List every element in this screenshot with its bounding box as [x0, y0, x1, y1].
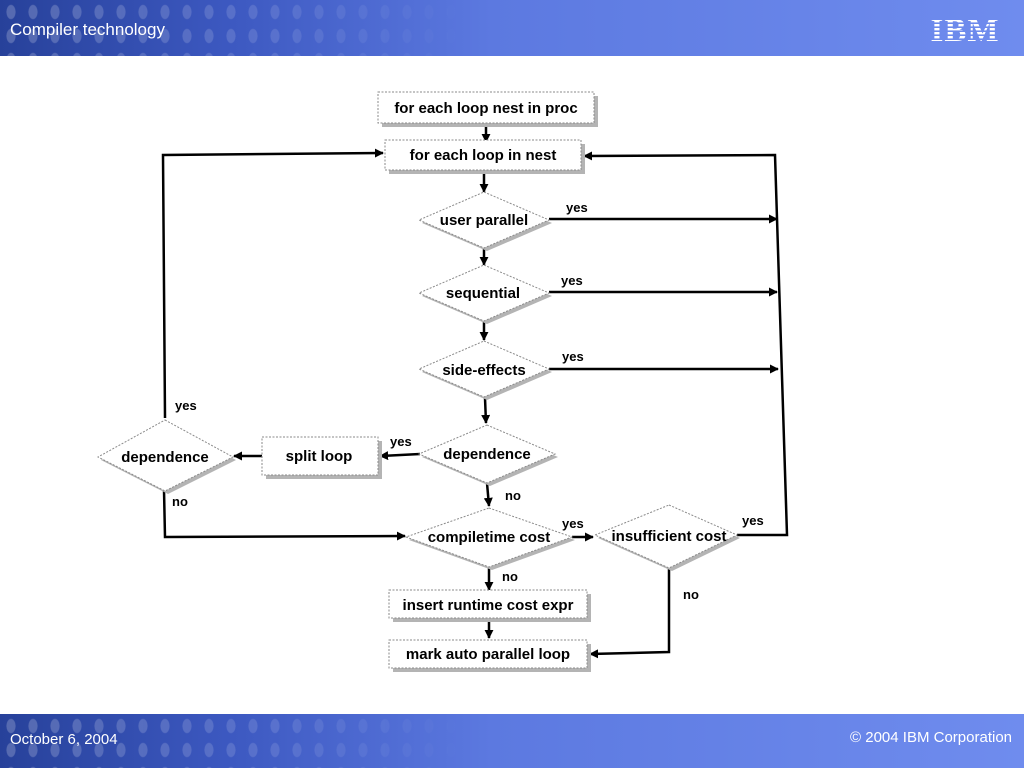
ibm-logo-text: IBM: [931, 13, 1000, 46]
node-label: for each loop nest in proc: [394, 100, 577, 117]
header-pattern: [0, 0, 470, 56]
node-label: sequential: [446, 285, 520, 302]
node-label: insufficient cost: [611, 528, 726, 545]
edge-dependence-to-compiletime-cost: [483, 482, 493, 507]
label-compiletime-cost-yes: yes: [562, 516, 584, 531]
edge-insufficient-cost-no: [589, 568, 671, 659]
label-dependence-left-yes: yes: [175, 398, 197, 413]
header-band: Compiler technology IBM: [0, 0, 1024, 56]
label-insufficient-cost-no: no: [683, 587, 699, 602]
footer-band: [0, 714, 1024, 768]
node-label: user parallel: [440, 212, 528, 229]
label-insufficient-cost-yes: yes: [742, 513, 764, 528]
node-split-loop: split loop: [261, 436, 382, 479]
node-label: side-effects: [442, 362, 525, 379]
slide-title: Compiler technology: [10, 20, 165, 39]
decision-dependence-left: dependence: [96, 419, 236, 494]
footer-copyright: © 2004 IBM Corporation: [850, 729, 1012, 746]
label-dependence-main-no: no: [505, 488, 521, 503]
edge-dependence-left-no: [162, 489, 406, 541]
decision-insufficient-cost: insufficient cost: [593, 504, 740, 571]
edge-labels: yes yes yes yes yes no no yes yes no no: [172, 200, 764, 602]
edge-side-effects-to-dependence: [481, 397, 491, 424]
footer-date: October 6, 2004: [10, 731, 118, 748]
node-label: mark auto parallel loop: [406, 646, 570, 663]
edges: [161, 125, 789, 659]
decision-dependence-main: dependence: [417, 424, 558, 486]
edge-insufficient-cost-yes: [583, 151, 789, 537]
edge-dependence-left-yes: [161, 148, 384, 419]
ibm-logo: IBM: [931, 13, 1000, 46]
node-mark-auto-parallel: mark auto parallel loop: [388, 639, 591, 672]
label-dependence-left-no: no: [172, 494, 188, 509]
node-insert-runtime-cost: insert runtime cost expr: [388, 589, 591, 622]
decision-compiletime-cost: compiletime cost: [404, 507, 575, 570]
label-user-parallel-yes: yes: [566, 200, 588, 215]
node-loop-nest-proc: for each loop nest in proc: [377, 91, 598, 127]
decision-side-effects: side-effects: [417, 340, 552, 400]
label-compiletime-cost-no: no: [502, 569, 518, 584]
node-loop-in-nest: for each loop in nest: [384, 139, 585, 174]
node-label: dependence: [121, 449, 209, 466]
label-side-effects-yes: yes: [562, 349, 584, 364]
node-label: dependence: [443, 446, 531, 463]
decision-user-parallel: user parallel: [417, 191, 552, 251]
footer-pattern: [0, 714, 470, 768]
node-label: insert runtime cost expr: [403, 597, 574, 614]
label-dependence-main-yes: yes: [390, 434, 412, 449]
edge-dependence-yes: [379, 451, 421, 461]
decision-sequential: sequential: [417, 264, 552, 324]
label-sequential-yes: yes: [561, 273, 583, 288]
node-label: split loop: [286, 448, 353, 465]
node-label: for each loop in nest: [410, 147, 557, 164]
node-label: compiletime cost: [428, 529, 551, 546]
